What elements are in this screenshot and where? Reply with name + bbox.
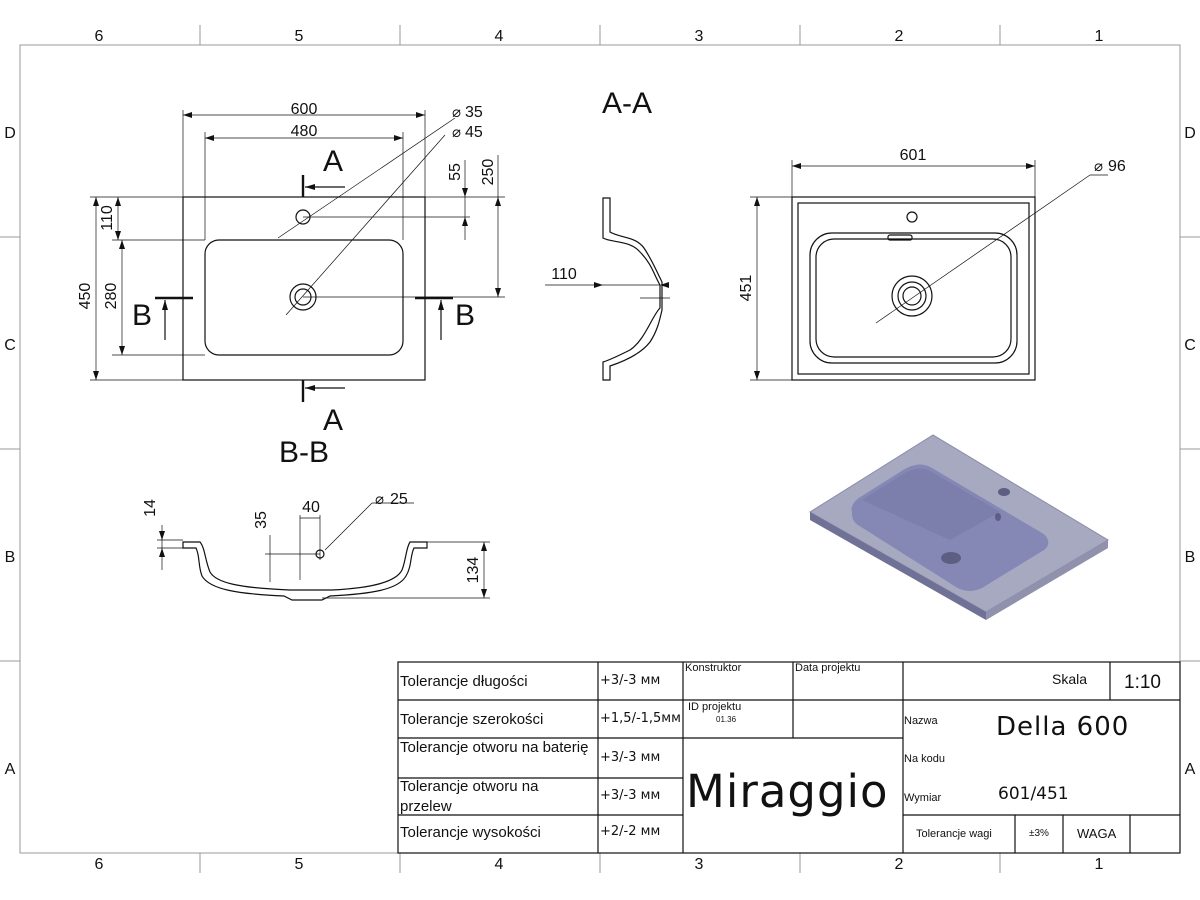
section-b-label: B: [455, 299, 475, 332]
tolerancje-wagi-value: ±3%: [1029, 828, 1049, 839]
zone-row-label: A: [1185, 761, 1196, 778]
zone-col-label: 2: [895, 28, 904, 45]
data-projektu-label: Data projektu: [795, 662, 861, 674]
top-view: [90, 110, 505, 402]
id-projektu-label: ID projektu: [688, 701, 742, 713]
zone-row-label: C: [1184, 337, 1196, 354]
dim-55: 55: [447, 163, 464, 181]
dim-450: 450: [77, 283, 94, 310]
dim-35: 35: [253, 511, 270, 529]
id-projektu-value: 01.36: [716, 715, 737, 724]
zone-col-label: 3: [695, 28, 704, 45]
dim-tap-hole: 35: [465, 104, 483, 121]
section-a-label: A: [323, 145, 343, 178]
zone-row-label: C: [4, 337, 16, 354]
zone-col-label: 6: [95, 28, 104, 45]
zone-col-label: 1: [1095, 28, 1104, 45]
tolerance-value: +2/-2 мм: [600, 824, 661, 839]
zone-row-label: B: [1185, 549, 1196, 566]
zone-row-label: D: [1184, 125, 1196, 142]
section-aa-title: A-A: [602, 87, 652, 120]
zone-row-label: B: [5, 549, 16, 566]
zone-col-label: 4: [495, 28, 504, 45]
diameter-symbol: ⌀: [1094, 157, 1103, 175]
dim-25: 25: [390, 491, 408, 508]
dim-110: 110: [99, 205, 116, 231]
tolerance-value: +3/-3 мм: [600, 788, 661, 803]
zone-col-label: 4: [495, 856, 504, 873]
tolerance-label: Tolerancje długości: [400, 673, 528, 690]
dim-profile-110: 110: [551, 266, 577, 283]
tolerance-label: Tolerancje wysokości: [400, 824, 541, 841]
tolerance-value: +3/-3 мм: [600, 673, 661, 688]
zone-row-label: A: [5, 761, 16, 778]
dim-40: 40: [302, 499, 320, 516]
section-bb-title: B-B: [279, 436, 329, 469]
wymiar-label: Wymiar: [904, 792, 942, 804]
diameter-symbol: ⌀: [375, 490, 384, 508]
konstruktor-label: Konstruktor: [685, 662, 742, 674]
nazwa-value: Della 600: [996, 712, 1130, 742]
tolerance-label: Tolerancje otworu na przelew: [400, 778, 539, 815]
rear-view: [750, 160, 1108, 381]
diameter-symbol: ⌀: [452, 123, 461, 141]
dim-280: 280: [103, 283, 120, 310]
zone-col-label: 3: [695, 856, 704, 873]
na-kodu-label: Na kodu: [904, 753, 945, 765]
skala-value: 1:10: [1124, 672, 1161, 693]
zone-col-label: 5: [295, 856, 304, 873]
dim-14: 14: [142, 499, 159, 517]
title-block-lines: [397, 661, 1181, 854]
zone-col-label: 1: [1095, 856, 1104, 873]
tolerance-label: Tolerancje otworu na baterię: [400, 739, 589, 756]
zone-ticks: [0, 25, 1200, 873]
dim-134: 134: [465, 557, 482, 584]
section-aa-profile: [545, 197, 670, 381]
dim-601: 601: [900, 147, 927, 164]
wymiar-value: 601/451: [998, 784, 1069, 804]
tolerance-value: +1,5/-1,5мм: [600, 711, 681, 726]
skala-label: Skala: [1052, 671, 1088, 687]
tolerance-label: Tolerancje szerokości: [400, 711, 544, 728]
dim-250: 250: [480, 159, 497, 186]
dim-480: 480: [291, 123, 318, 140]
section-bb-profile: [157, 502, 490, 601]
dim-96: 96: [1108, 158, 1126, 175]
company-name: Miraggio: [686, 765, 889, 818]
nazwa-label: Nazwa: [904, 715, 938, 727]
basin-3d-render: [809, 434, 1109, 620]
dim-drain-hole: 45: [465, 124, 483, 141]
dim-451: 451: [738, 275, 755, 302]
section-b-label: B: [132, 299, 152, 332]
zone-col-label: 6: [95, 856, 104, 873]
waga-label: WAGA: [1077, 826, 1117, 841]
zone-row-label: D: [4, 125, 16, 142]
diameter-symbol: ⌀: [452, 103, 461, 121]
tolerance-value: +3/-3 мм: [600, 750, 661, 765]
tolerancje-wagi-label: Tolerancje wagi: [916, 828, 992, 840]
zone-col-label: 5: [295, 28, 304, 45]
section-a-label: A: [323, 404, 343, 437]
zone-col-label: 2: [895, 856, 904, 873]
dim-600: 600: [291, 101, 318, 118]
